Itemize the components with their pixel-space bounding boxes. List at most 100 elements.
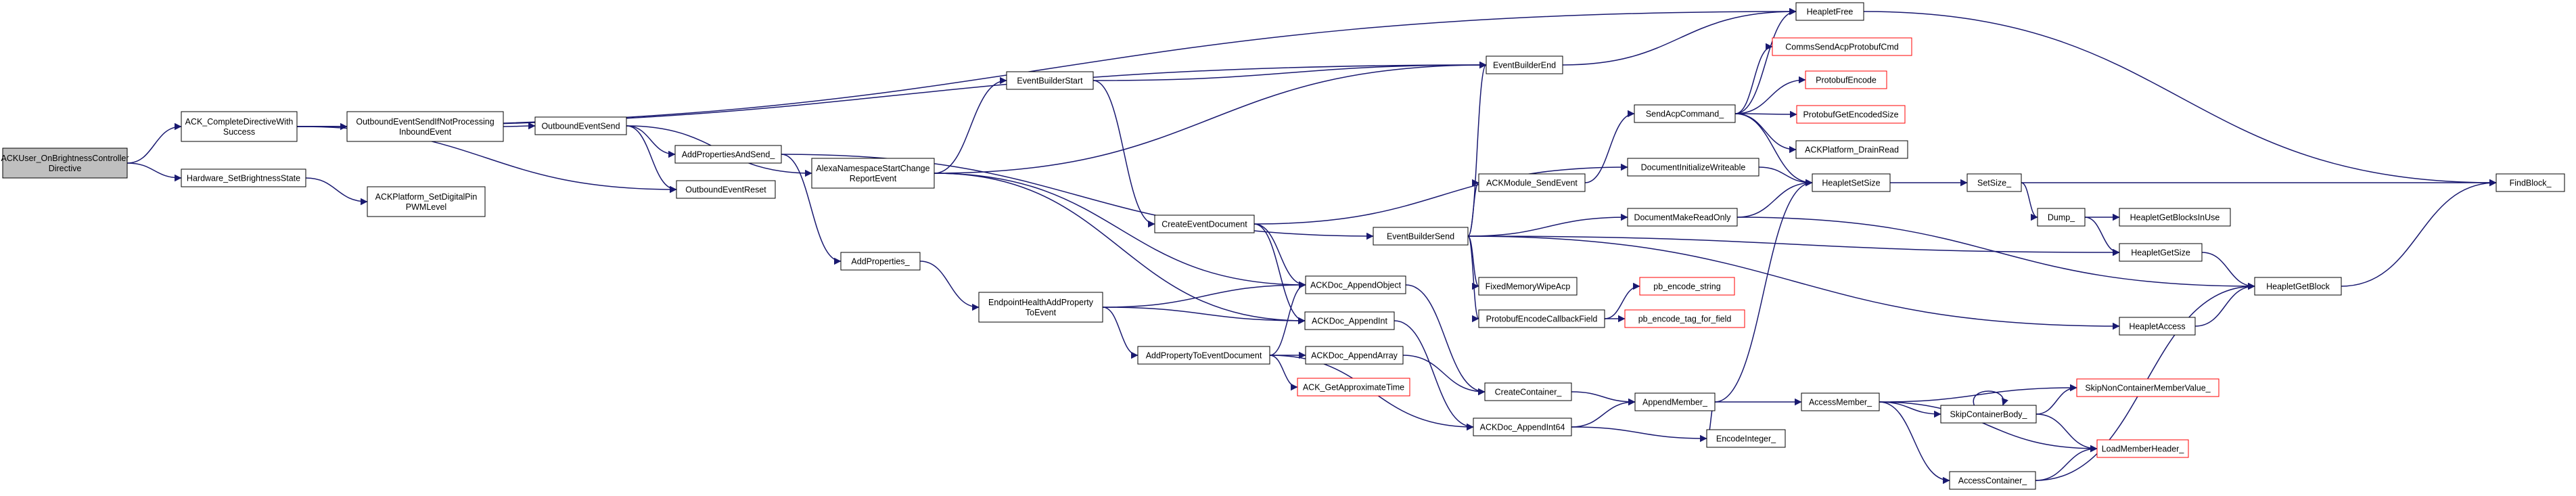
edge-createevt-to-appendobj <box>1254 223 1306 289</box>
edge-sendacp-to-comms <box>1734 43 1773 114</box>
node-label: ACKDoc_AppendInt <box>1312 317 1387 326</box>
node-box <box>1137 346 1270 365</box>
node-label: ACKUser_OnBrightnessController <box>1 154 129 163</box>
node-box <box>1795 2 1864 21</box>
node-appendint[interactable]: ACKDoc_AppendInt <box>1304 311 1395 330</box>
node-outsend[interactable]: OutboundEventSend <box>534 116 627 135</box>
node-box <box>1624 309 1745 328</box>
node-addpropsend[interactable]: AddPropertiesAndSend_ <box>674 145 782 164</box>
edge-accessmember-to-accesscont <box>1879 401 1950 484</box>
node-accesscont[interactable]: AccessContainer_ <box>1949 471 2036 490</box>
node-box <box>2076 378 2220 397</box>
node-pbgetsize[interactable]: ProtobufGetEncodedSize <box>1796 105 1906 124</box>
node-appendarr[interactable]: ACKDoc_AppendArray <box>1305 346 1404 365</box>
node-approxtime[interactable]: ACK_GetApproximateTime <box>1297 378 1410 397</box>
node-accessmember[interactable]: AccessMember_ <box>1801 392 1880 411</box>
node-encodeint[interactable]: EncodeInteger_ <box>1706 429 1786 448</box>
node-box <box>1486 55 1563 74</box>
node-box <box>811 158 935 189</box>
node-label: HeapletGetSize <box>2131 248 2190 258</box>
node-addprops[interactable]: AddProperties_ <box>840 252 921 271</box>
node-ackmodule[interactable]: ACKModule_SendEvent <box>1478 173 1586 192</box>
node-box <box>2254 277 2342 296</box>
node-appendint64[interactable]: ACKDoc_AppendInt64 <box>1473 418 1572 436</box>
edge-appendarr-to-createcont <box>1402 355 1486 396</box>
node-ebend[interactable]: EventBuilderEnd <box>1486 55 1563 74</box>
edge-endpoint-to-addproptoevt <box>1102 307 1138 359</box>
edge-ebsend-to-docro <box>1467 213 1628 237</box>
node-blocksinuse[interactable]: HeapletGetBlocksInUse <box>2119 208 2231 227</box>
node-setsize[interactable]: SetSize_ <box>1967 173 2022 192</box>
node-label: InboundEvent <box>399 127 452 137</box>
edge-protocb-to-pbstring <box>1604 282 1640 319</box>
node-box <box>1478 277 1578 296</box>
edge-sendacp-to-heapfree <box>1734 7 1797 114</box>
node-label: ReportEvent <box>850 174 897 183</box>
node-fixedmem[interactable]: FixedMemoryWipeAcp <box>1478 277 1578 296</box>
edge-sendacp-to-pbencode <box>1734 76 1806 114</box>
edge-root-to-hwset <box>127 162 182 182</box>
edge-sendacp-to-drainread <box>1734 113 1797 154</box>
edge-createcont-to-appendmember <box>1571 391 1636 406</box>
node-box <box>1373 227 1469 246</box>
node-label: HeapletSetSize <box>1822 179 1880 188</box>
node-createcont[interactable]: CreateContainer_ <box>1484 382 1572 401</box>
edge-skipbody-to-skipbody <box>1973 390 2008 406</box>
edge-outsend-to-outreset <box>626 125 677 194</box>
edge-outsend-to-addpropsend <box>626 125 676 158</box>
edge-ackmodule-to-sendacp <box>1584 110 1635 183</box>
node-createevt[interactable]: CreateEventDocument <box>1154 215 1255 233</box>
node-drainread[interactable]: ACKPlatform_DrainRead <box>1795 140 1908 159</box>
edge-heapgetblock-to-findblock <box>2341 179 2497 287</box>
edge-ebsend-to-protocb <box>1467 235 1479 323</box>
node-label: SetSize_ <box>1977 179 2012 188</box>
node-heapsetsize[interactable]: HeapletSetSize <box>1812 173 1891 192</box>
node-sendacp[interactable]: SendAcpCommand_ <box>1634 104 1736 123</box>
node-findblock[interactable]: FindBlock_ <box>2496 173 2565 192</box>
node-outreset[interactable]: OutboundEventReset <box>676 180 776 199</box>
node-label: OutboundEventSend <box>541 122 620 131</box>
node-label: PWMLevel <box>406 202 446 212</box>
node-heapfree[interactable]: HeapletFree <box>1795 2 1864 21</box>
node-protocb[interactable]: ProtobufEncodeCallbackField <box>1478 309 1605 328</box>
node-pbtag[interactable]: pb_encode_tag_for_field <box>1624 309 1745 328</box>
edge-ebsend-to-heapaccess <box>1467 235 2120 330</box>
node-outifnot[interactable]: OutboundEventSendIfNotProcessingInboundE… <box>346 111 504 142</box>
node-skipnon[interactable]: SkipNonContainerMemberValue_ <box>2076 378 2220 397</box>
node-pbencode[interactable]: ProtobufEncode <box>1805 70 1887 89</box>
node-pbstring[interactable]: pb_encode_string <box>1639 277 1735 296</box>
node-docinit[interactable]: DocumentInitializeWriteable <box>1627 158 1760 177</box>
node-box <box>1634 104 1736 123</box>
node-heapaccess[interactable]: HeapletAccess <box>2119 317 2196 336</box>
node-heapgetblock[interactable]: HeapletGetBlock <box>2254 277 2342 296</box>
node-addproptoevt[interactable]: AddPropertyToEventDocument <box>1137 346 1270 365</box>
edge-docro-to-heapsetsize <box>1736 179 1813 218</box>
node-box <box>1967 173 2022 192</box>
node-comms[interactable]: CommsSendAcpProtobufCmd <box>1772 37 1912 56</box>
node-ebsend[interactable]: EventBuilderSend <box>1373 227 1469 246</box>
node-ebstart[interactable]: EventBuilderStart <box>1006 71 1094 90</box>
node-label: Directive <box>49 164 82 173</box>
node-label: HeapletGetBlock <box>2266 282 2330 292</box>
node-box <box>2037 208 2086 227</box>
node-docro[interactable]: DocumentMakeReadOnly <box>1627 208 1738 227</box>
node-loadheader[interactable]: LoadMemberHeader_ <box>2096 439 2189 458</box>
node-label: CommsSendAcpProtobufCmd <box>1785 43 1898 52</box>
edge-endpoint-to-appendint <box>1102 307 1306 325</box>
edge-appendobj-to-createcont <box>1405 284 1486 396</box>
node-box <box>1627 158 1760 177</box>
node-box <box>674 145 782 164</box>
node-appendobj[interactable]: ACKDoc_AppendObject <box>1305 275 1406 294</box>
node-hwset[interactable]: Hardware_SetBrightnessState <box>181 168 306 187</box>
node-skipbody[interactable]: SkipContainerBody_ <box>1940 405 2037 424</box>
node-dump[interactable]: Dump_ <box>2037 208 2086 227</box>
node-label: pb_encode_string <box>1653 282 1720 292</box>
edge-appendint64-to-encodeint <box>1571 426 1707 443</box>
node-heapgetsize[interactable]: HeapletGetSize <box>2119 243 2203 262</box>
node-appendmember[interactable]: AppendMember_ <box>1634 392 1716 411</box>
